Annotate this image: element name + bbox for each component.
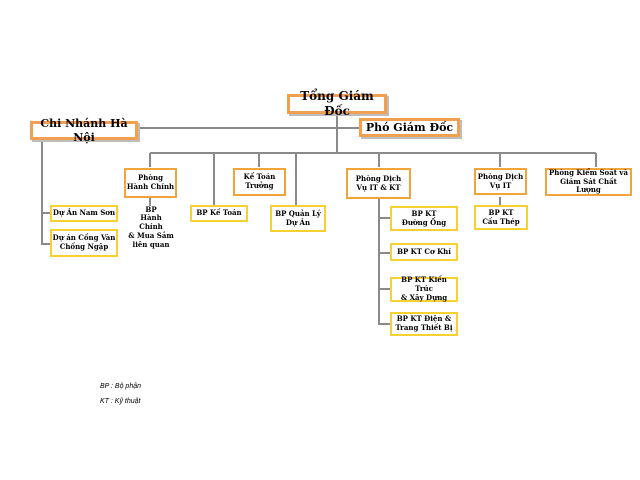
branch-hanoi-box: Chi Nhánh Hà Nội <box>30 117 138 144</box>
it-technical-service-box: Phòng Dịch Vụ IT & KT <box>346 168 411 199</box>
admin-department-box: Phòng Hành Chính <box>124 168 177 198</box>
mechanical-unit-box: BP KT Cơ Khí <box>390 243 458 261</box>
it-service-box: Phòng Dịch Vụ IT <box>474 168 527 195</box>
project-nam-son-box: Dự Án Nam Sơn <box>50 205 118 222</box>
steel-structure-unit-box: BP KT Cấu Thép <box>474 205 528 230</box>
ceo-box: Tổng Giám Đốc <box>287 89 387 118</box>
deputy-director-box: Phó Giám Đốc <box>359 118 460 137</box>
project-cong-van-box: Dự án Cống Vàn Chống Ngập <box>50 229 118 257</box>
architecture-construction-unit-box: BP KT Kiến Trúc & Xây Dựng <box>390 276 458 302</box>
chief-accountant-box: Kế Toán Trưởng <box>233 168 286 196</box>
pipeline-unit-box: BP KT Đường Ống <box>390 206 458 231</box>
electrical-equipment-unit-box: BP KT Điện & Trang Thiết Bị <box>390 312 458 336</box>
admin-procurement-unit-box: BP Hành Chính & Mua Sắm liên quan <box>126 205 176 249</box>
quality-control-box: Phòng Kiểm Soát và Giám Sát Chất Lượng <box>545 168 632 196</box>
project-management-unit-box: BP Quản Lý Dự Án <box>270 205 326 232</box>
accounting-unit-box: BP Kế Toán <box>190 205 248 222</box>
legend-bp: BP : Bộ phận <box>100 383 141 390</box>
legend-kt: KT : Kỹ thuật <box>100 398 141 405</box>
